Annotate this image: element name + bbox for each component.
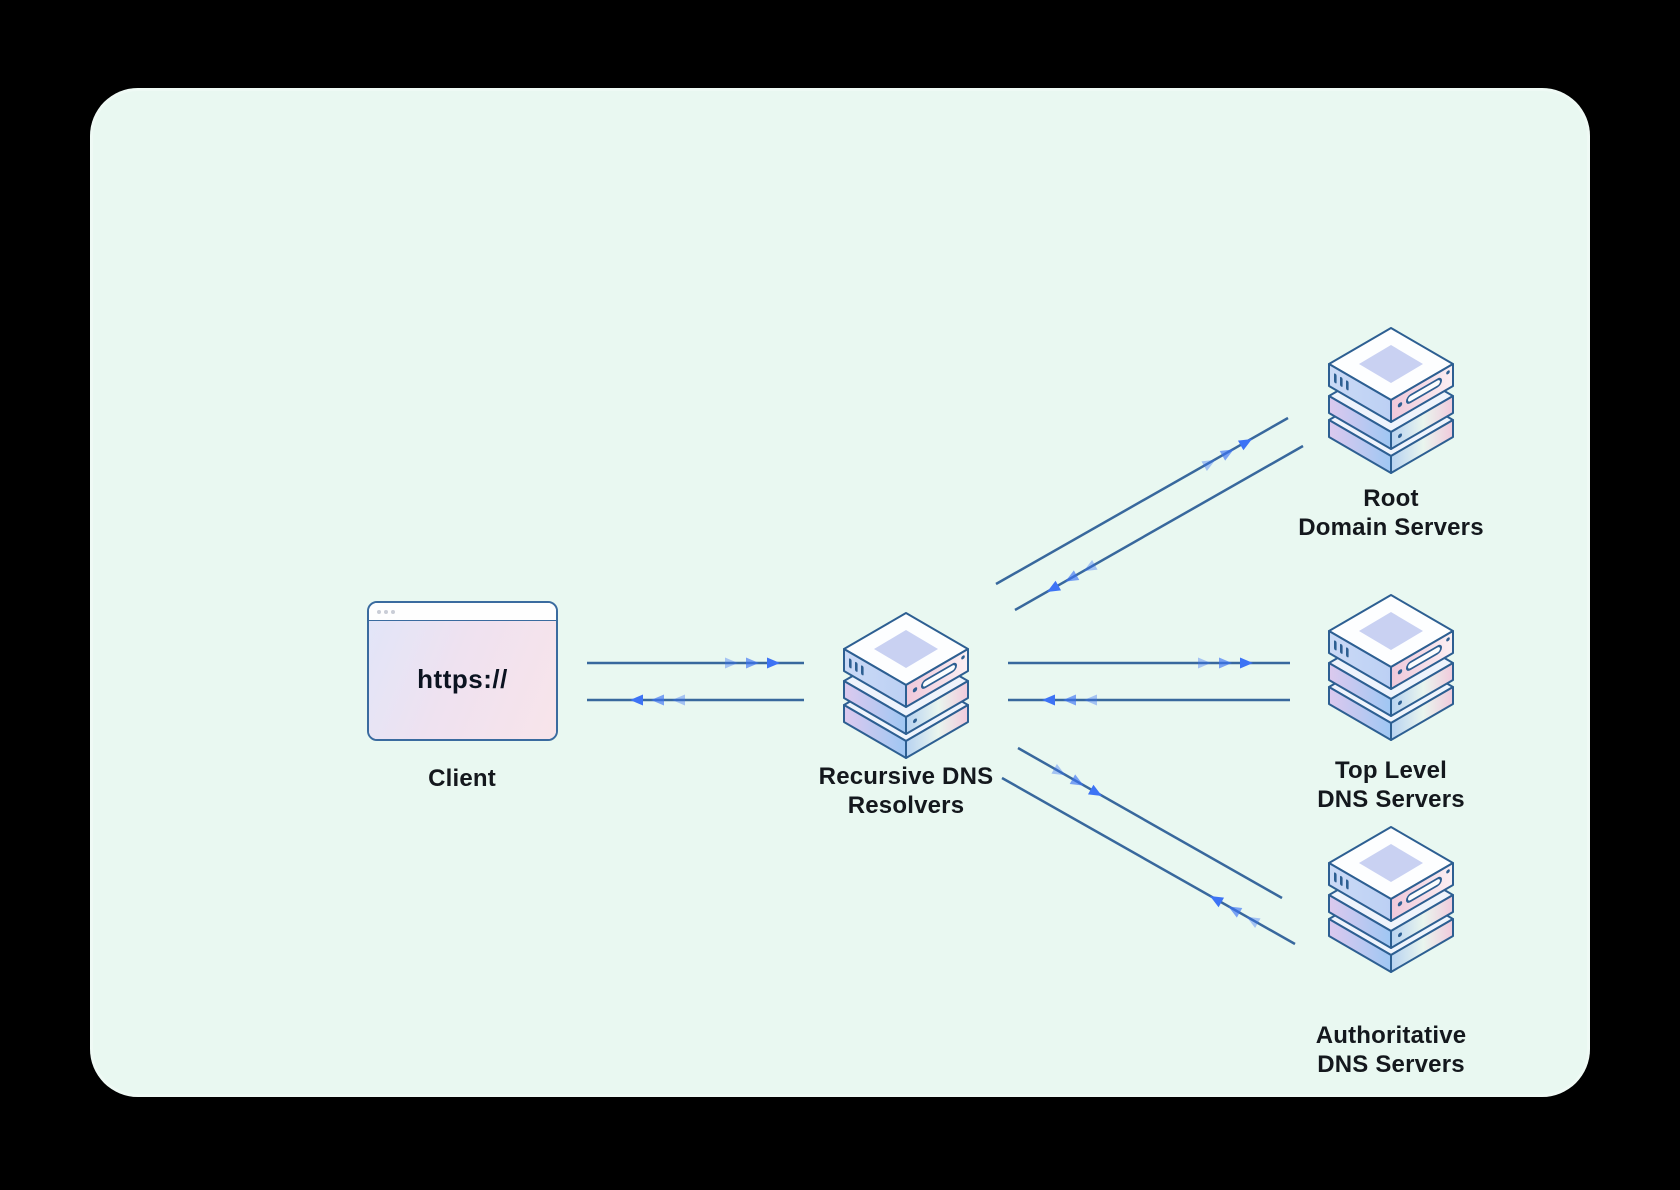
- tld-label: Top Level DNS Servers: [1231, 756, 1551, 814]
- arrowhead-icon: [1201, 459, 1216, 471]
- arrowhead-icon: [1240, 657, 1253, 669]
- link-resolver-client-response: [587, 694, 804, 706]
- arrowhead-icon: [1069, 774, 1084, 786]
- arrowhead-icon: [1084, 694, 1097, 706]
- arrowhead-icon: [630, 694, 643, 706]
- arrowhead-icon: [1210, 896, 1225, 908]
- arrowhead-icon: [1219, 657, 1232, 669]
- server-stack-icon-tld: [1323, 591, 1459, 743]
- root-label-line2: Domain Servers: [1298, 514, 1484, 541]
- arrowhead-icon: [651, 694, 664, 706]
- server-stack-icon-resolver: [838, 609, 974, 761]
- client-label: Client: [302, 764, 622, 793]
- resolver-label: Recursive DNS Resolvers: [746, 762, 1066, 820]
- arrowhead-icon: [746, 657, 759, 669]
- arrowhead-icon: [1246, 916, 1261, 928]
- authoritative-label-line1: Authoritative: [1315, 1022, 1467, 1049]
- arrowhead-icon: [767, 657, 780, 669]
- authoritative-label: Authoritative DNS Servers: [1231, 1021, 1551, 1079]
- authoritative-label-line2: DNS Servers: [1317, 1051, 1465, 1078]
- link-tld-resolver-response: [1008, 694, 1290, 706]
- url-text: https://: [417, 664, 508, 695]
- window-dot-icon: [377, 609, 381, 614]
- server-stack-icon-root: [1323, 324, 1459, 476]
- arrowhead-icon: [1087, 784, 1102, 796]
- browser-window-icon: https://: [367, 601, 558, 741]
- server-stack-icon-authoritative: [1323, 823, 1459, 975]
- arrowhead-icon: [1198, 657, 1211, 669]
- arrowhead-icon: [1042, 694, 1055, 706]
- browser-titlebar: [369, 603, 556, 621]
- link-resolver-tld-request: [1008, 657, 1290, 669]
- arrowhead-icon: [1237, 439, 1252, 451]
- arrowhead-icon: [1063, 694, 1076, 706]
- link-client-resolver-request: [587, 657, 804, 669]
- client-label-text: Client: [428, 765, 496, 792]
- root-label-line1: Root: [1363, 485, 1419, 512]
- arrowhead-icon: [725, 657, 738, 669]
- arrowhead-icon: [1047, 580, 1062, 592]
- resolver-label-line2: Resolvers: [847, 792, 965, 819]
- window-dot-icon: [384, 609, 388, 614]
- window-dot-icon: [391, 609, 395, 614]
- tld-label-line1: Top Level: [1334, 757, 1448, 784]
- arrowhead-icon: [1219, 449, 1234, 461]
- arrowhead-icon: [1083, 560, 1098, 572]
- root-label: Root Domain Servers: [1231, 484, 1551, 542]
- tld-label-line2: DNS Servers: [1317, 786, 1465, 813]
- arrowhead-icon: [672, 694, 685, 706]
- arrowhead-icon: [1065, 570, 1080, 582]
- arrowhead-icon: [1228, 906, 1243, 918]
- browser-body: https://: [369, 621, 556, 739]
- resolver-label-line1: Recursive DNS: [818, 763, 994, 790]
- diagram-card: https:// Client Recursiv: [90, 88, 1590, 1097]
